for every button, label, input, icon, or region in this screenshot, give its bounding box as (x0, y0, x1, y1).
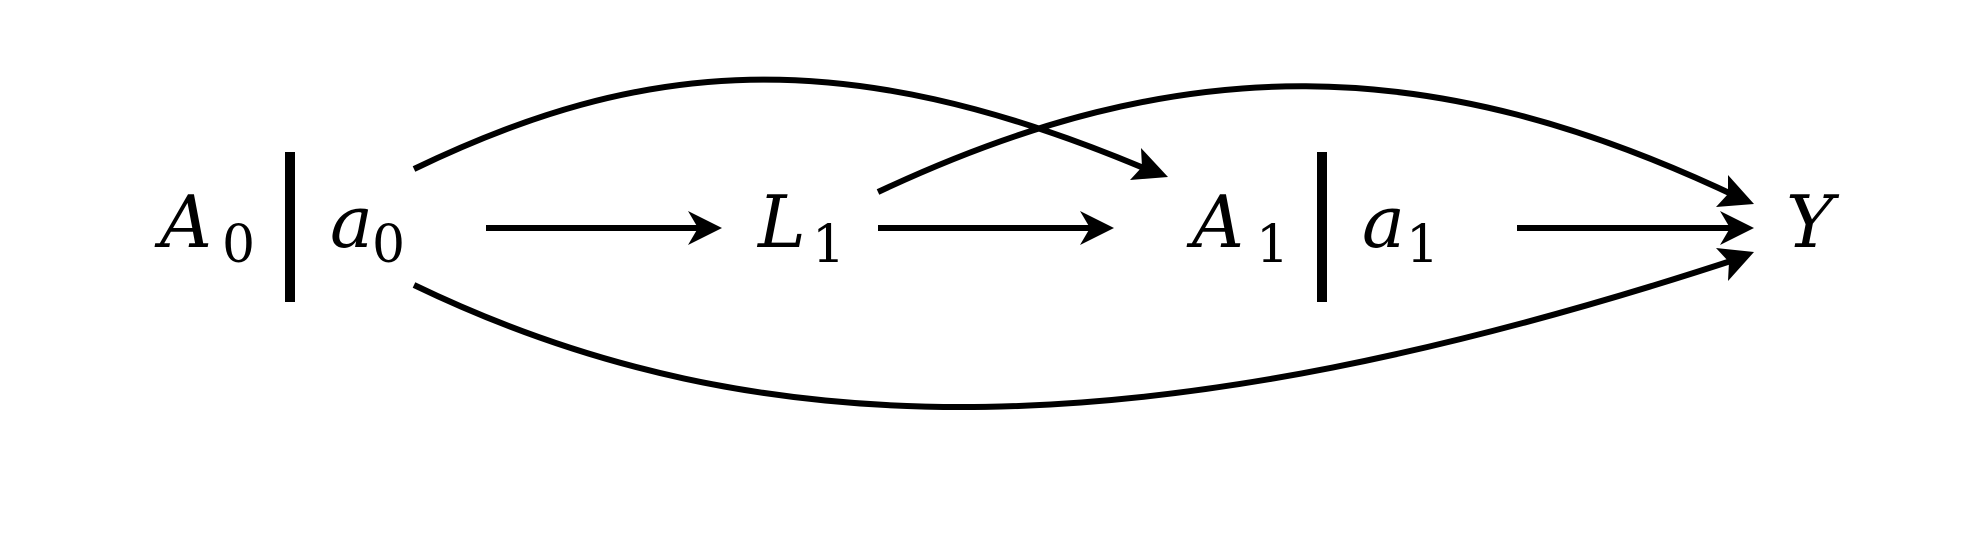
edge-a0-L1-arrowhead (688, 211, 722, 245)
edge-a0-A1 (412, 76, 1168, 180)
node-L1-sub: 1 (812, 215, 845, 275)
node-a0-sub: 0 (372, 215, 405, 275)
edge-L1-Y-arrowhead (1716, 175, 1754, 207)
node-a1-base: a (1362, 180, 1405, 264)
edge-a0-L1 (486, 211, 722, 245)
edge-a0-Y (412, 248, 1754, 411)
node-A0: A 0 (154, 180, 255, 275)
node-Y-base: Y (1786, 180, 1840, 264)
edge-L1-A1 (878, 211, 1114, 245)
edge-a1-Y-arrowhead (1720, 211, 1754, 245)
edge-a0-Y-arrowhead (1716, 248, 1754, 281)
node-L1: L 1 (756, 180, 845, 275)
node-A0-base: A (154, 180, 212, 264)
node-a0-base: a (330, 180, 373, 264)
node-a1-sub: 1 (1406, 215, 1439, 275)
node-A1-base: A (1186, 180, 1244, 264)
node-a1: a 1 (1362, 180, 1439, 275)
node-A1-sub: 1 (1256, 215, 1289, 275)
node-a0: a 0 (330, 180, 405, 275)
node-L1-base: L (756, 180, 806, 264)
node-A1: A 1 (1186, 180, 1289, 275)
edge-a0-Y-curve (412, 255, 1741, 411)
edge-L1-Y (876, 83, 1754, 207)
edge-L1-Y-curve (876, 83, 1742, 201)
edge-a0-A1-curve (412, 76, 1148, 172)
edges (412, 76, 1754, 411)
node-Y: Y (1786, 180, 1840, 264)
edge-L1-A1-arrowhead (1080, 211, 1114, 245)
node-A0-sub: 0 (222, 215, 255, 275)
edge-a0-A1-arrowhead (1130, 148, 1168, 180)
edge-a1-Y (1517, 211, 1754, 245)
